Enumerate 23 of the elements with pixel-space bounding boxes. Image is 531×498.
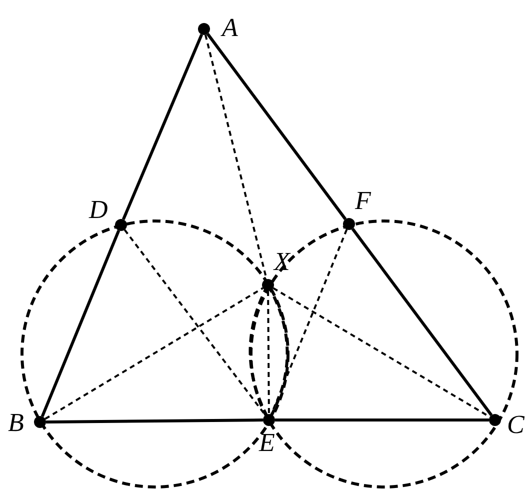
point-dot <box>262 279 274 291</box>
dashed-segment <box>267 291 270 414</box>
line-segment <box>40 230 120 418</box>
point-label: A <box>222 15 238 41</box>
line-segment <box>275 418 489 422</box>
point-dot <box>198 23 210 35</box>
point-label: D <box>89 197 108 223</box>
point-dot <box>489 414 501 426</box>
point-label: C <box>507 412 524 438</box>
line-segment <box>206 32 347 220</box>
point-dot <box>115 219 127 231</box>
dashed-segment <box>270 229 348 415</box>
point-label: F <box>355 188 371 214</box>
line-segment <box>122 34 204 220</box>
point-label: B <box>8 410 24 436</box>
line-segment <box>46 418 264 424</box>
line-segment <box>351 228 493 416</box>
point-dot <box>263 414 275 426</box>
dashed-segment <box>124 229 266 416</box>
dashed-segment <box>44 287 264 420</box>
point-dot <box>343 218 355 230</box>
point-dot <box>34 416 46 428</box>
point-label: E <box>259 430 275 456</box>
